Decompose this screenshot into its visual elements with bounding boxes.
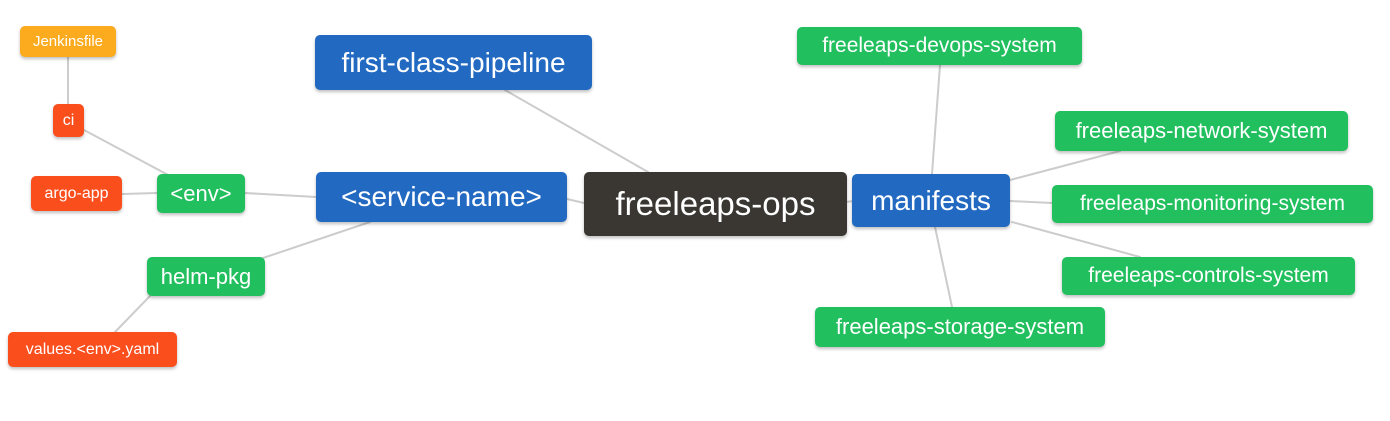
node-network-system[interactable]: freeleaps-network-system	[1055, 111, 1348, 151]
edge-values-helmpkg	[114, 295, 151, 333]
node-manifests[interactable]: manifests	[852, 174, 1010, 227]
node-first-class-pipeline[interactable]: first-class-pipeline	[315, 35, 592, 90]
node-service-name[interactable]: <service-name>	[316, 172, 567, 222]
edge-servicename-ops	[566, 198, 585, 204]
edge-fcp-ops	[504, 89, 649, 173]
node-freeleaps-ops-root[interactable]: freeleaps-ops	[584, 172, 847, 236]
node-values-env-yaml[interactable]: values.<env>.yaml	[8, 332, 177, 367]
edge-helmpkg-servicename	[262, 221, 371, 259]
edge-manifests-monitoring	[1009, 200, 1053, 204]
node-monitoring-system[interactable]: freeleaps-monitoring-system	[1052, 185, 1373, 223]
node-argo-app[interactable]: argo-app	[31, 176, 122, 211]
node-controls-system[interactable]: freeleaps-controls-system	[1062, 257, 1355, 295]
node-helm-pkg[interactable]: helm-pkg	[147, 257, 265, 296]
edge-manifests-controls	[1011, 221, 1141, 258]
node-env[interactable]: <env>	[157, 174, 245, 213]
node-storage-system[interactable]: freeleaps-storage-system	[815, 307, 1105, 347]
edge-env-servicename	[244, 192, 317, 198]
edge-manifests-devops	[931, 64, 941, 175]
edge-manifests-storage	[934, 226, 953, 308]
node-ci[interactable]: ci	[53, 104, 84, 137]
node-devops-system[interactable]: freeleaps-devops-system	[797, 27, 1082, 65]
edge-manifests-network	[1009, 150, 1121, 181]
edge-ci-env	[83, 129, 171, 177]
edge-argoapp-env	[121, 192, 158, 195]
node-jenkinsfile[interactable]: Jenkinsfile	[20, 26, 116, 57]
